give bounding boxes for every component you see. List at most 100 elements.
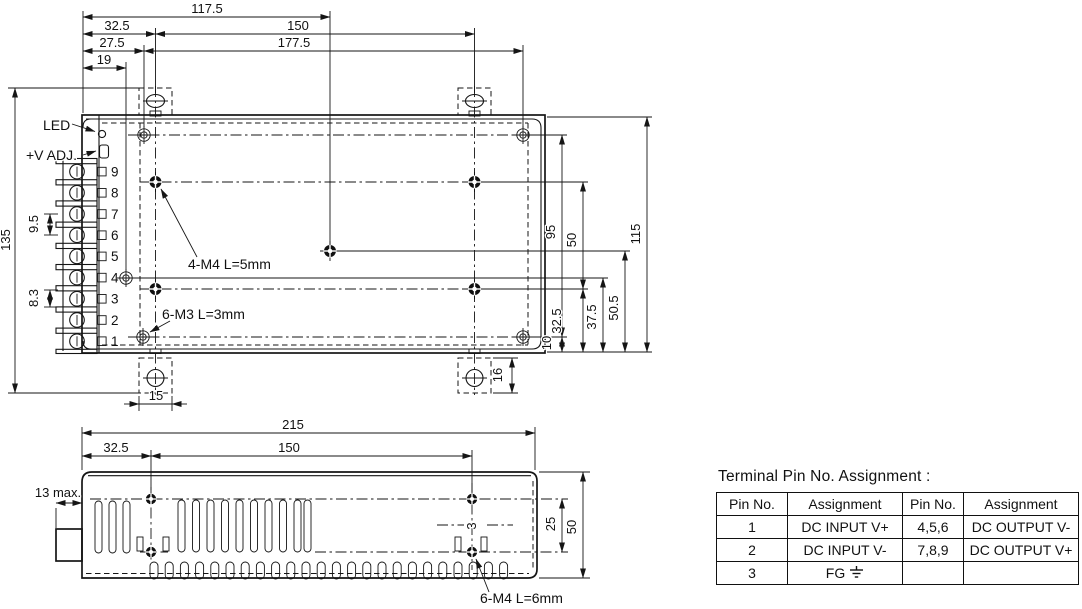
dim-27-5: 27.5 [99, 35, 124, 50]
pin-number: 6 [111, 228, 119, 243]
chassis-outline [81, 114, 546, 354]
pin-assignment-table: Terminal Pin No. Assignment : Pin No. As… [716, 468, 1079, 585]
vadj-label: +V ADJ. [26, 147, 77, 163]
cell-pin: 1 [716, 515, 788, 539]
bottom-vent-row [149, 561, 509, 580]
dim-16: 16 [490, 368, 505, 382]
terminal-block: 9 8 7 6 5 4 3 2 1 [55, 157, 119, 355]
header-assignment: Assignment [787, 492, 903, 516]
cell-pin [902, 561, 964, 585]
dim-25: 25 [543, 517, 558, 531]
dim-215: 215 [282, 417, 304, 432]
mounting-tabs [138, 87, 492, 394]
dim-50: 50 [564, 233, 579, 247]
dim-8-3: 8.3 [26, 289, 41, 307]
side-m4-holes [145, 493, 478, 558]
cell-pin: 3 [716, 561, 788, 585]
dim-32-5: 32.5 [104, 18, 129, 33]
header-pin-no: Pin No. [716, 492, 788, 516]
pin-number: 4 [111, 270, 119, 285]
pin-number: 1 [111, 334, 119, 349]
cell-pin: 7,8,9 [902, 538, 964, 562]
dim-9-5: 9.5 [26, 215, 41, 233]
side-centerlines [90, 483, 568, 570]
cell-assignment: DC OUTPUT V- [963, 515, 1079, 539]
cell-pin: 2 [716, 538, 788, 562]
led-label: LED [43, 117, 70, 133]
m4-hole [145, 546, 157, 558]
m3-hole [514, 126, 532, 144]
dim-50-5: 50.5 [606, 295, 621, 320]
m3-hole [134, 328, 152, 346]
header-assignment: Assignment [963, 492, 1079, 516]
m4-hole [466, 546, 478, 558]
cell-assignment: DC OUTPUT V+ [963, 538, 1079, 562]
m3-hole [117, 269, 135, 287]
dim-37-5: 37.5 [584, 304, 599, 329]
m4-hole [464, 172, 485, 192]
hole-callouts: 4-M4 L=5mm 6-M3 L=3mm [149, 188, 272, 333]
m4-hole [320, 241, 340, 261]
table-header-row: Pin No. Assignment Pin No. Assignment [716, 492, 1079, 516]
dim-117-5: 117.5 [191, 1, 223, 16]
pin-number: 7 [111, 207, 119, 222]
dim-115: 115 [628, 224, 643, 245]
dim-15: 15 [149, 388, 163, 403]
top-dimensions: 117.5 32.5 150 27.5 177.5 19 [82, 0, 524, 270]
dim-10: 10 [539, 336, 554, 350]
dim-177-5: 177.5 [278, 35, 311, 50]
m3-hole [135, 126, 153, 144]
pin-number: 5 [111, 249, 119, 264]
side-dimensions: 215 32.5 150 13 max. 25 50 3 6-M4 L=6mm [34, 416, 590, 607]
vent-slots [94, 499, 488, 554]
m3-callout-label: 6-M3 L=3mm [162, 306, 245, 322]
m4-mounting-holes [145, 172, 485, 299]
m4-hole [145, 279, 166, 299]
cell-pin: 4,5,6 [902, 515, 964, 539]
terminal-block-side [55, 528, 83, 562]
pin-number: 9 [111, 164, 119, 179]
dim-50-side: 50 [564, 520, 579, 534]
led-indicator: LED [42, 116, 107, 139]
dim-13-max: 13 max. [35, 485, 81, 500]
dim-32-5-side: 32.5 [103, 440, 128, 455]
table-row: 1 DC INPUT V+ 4,5,6 DC OUTPUT V- [716, 515, 1079, 539]
m4-side-callout-label: 6-M4 L=6mm [480, 590, 563, 606]
tab-dimensions: 15 16 [124, 357, 518, 411]
m4-hole [466, 493, 478, 505]
pin-table-title: Terminal Pin No. Assignment : [718, 468, 931, 485]
earth-ground-icon [850, 566, 864, 578]
m4-hole [464, 279, 485, 299]
m4-callout-label: 4-M4 L=5mm [188, 256, 271, 272]
cell-assignment: DC INPUT V+ [787, 515, 903, 539]
terminal-pins: 9 8 7 6 5 4 3 2 1 [97, 164, 119, 349]
pin-number: 2 [111, 313, 119, 328]
side-view: 215 32.5 150 13 max. 25 50 3 6-M4 L=6mm [34, 416, 590, 607]
dim-3: 3 [464, 522, 479, 529]
dim-95: 95 [543, 225, 558, 239]
cell-assignment [963, 561, 1079, 585]
voltage-adjust-pot: +V ADJ. [25, 144, 110, 164]
header-pin-no: Pin No. [902, 492, 964, 516]
cell-assignment: DC INPUT V- [787, 538, 903, 562]
m3-hole [514, 328, 532, 346]
table-row: 3 FG [716, 561, 1079, 585]
left-dimensions: 135 9.5 8.3 [0, 87, 139, 394]
m4-hole [145, 493, 157, 505]
dim-150-side: 150 [278, 440, 300, 455]
cell-assignment: FG [787, 561, 903, 585]
dim-19: 19 [97, 52, 111, 67]
dim-150: 150 [287, 18, 309, 33]
table-row: 2 DC INPUT V- 7,8,9 DC OUTPUT V+ [716, 538, 1079, 562]
terminal-screws [69, 163, 85, 350]
side-outline [55, 471, 538, 579]
right-dimensions: 95 10 50 32.5 37.5 50.5 115 [482, 116, 652, 353]
pin-number: 3 [111, 292, 119, 307]
pin-number: 8 [111, 186, 119, 201]
dim-135: 135 [0, 229, 13, 251]
top-view: 9 8 7 6 5 4 3 2 1 LED +V ADJ. [0, 0, 652, 411]
m3-mounting-holes [117, 126, 532, 346]
dim-32-5-right: 32.5 [549, 308, 564, 333]
